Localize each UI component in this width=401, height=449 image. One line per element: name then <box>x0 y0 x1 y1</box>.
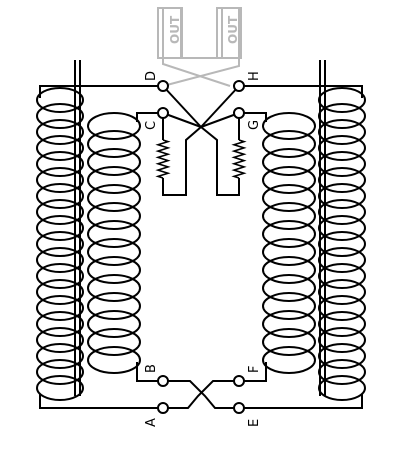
coil-turn <box>87 130 141 158</box>
out-label-left: OUT <box>168 15 182 44</box>
coil-turn <box>318 119 366 145</box>
top-wiring <box>39 85 363 128</box>
coil-turn <box>262 184 316 212</box>
label-a: A <box>144 418 159 427</box>
coil-turn <box>87 346 141 374</box>
coil-turn <box>318 135 366 161</box>
coil-turn <box>262 238 316 266</box>
output-leads <box>157 7 242 87</box>
coil-turn <box>36 215 84 241</box>
resistor-network <box>162 113 240 196</box>
coil-turn <box>36 263 84 289</box>
label-b: B <box>144 364 159 373</box>
coil-turn <box>318 327 366 353</box>
terminal-g[interactable] <box>233 107 245 119</box>
coil-turn <box>262 202 316 230</box>
coil-turn <box>87 292 141 320</box>
coil-turn <box>87 310 141 338</box>
out-label-right: OUT <box>226 15 240 44</box>
outer-winding-right <box>318 87 366 401</box>
coil-turn <box>262 130 316 158</box>
coil-turn <box>318 199 366 225</box>
coil-turn <box>36 151 84 177</box>
coil-turn <box>318 295 366 321</box>
coil-turn <box>87 328 141 356</box>
coil-turn <box>262 328 316 356</box>
coil-turn <box>318 263 366 289</box>
label-g: G <box>247 120 262 130</box>
coil-turn <box>87 256 141 284</box>
coil-turn <box>36 247 84 273</box>
coil-turn <box>36 375 84 401</box>
coil-turn <box>36 87 84 113</box>
coil-turn <box>318 167 366 193</box>
coil-turn <box>318 103 366 129</box>
terminal-h[interactable] <box>233 80 245 92</box>
terminal-d[interactable] <box>157 80 169 92</box>
coil-turn <box>318 87 366 113</box>
coil-turn <box>262 310 316 338</box>
coil-turn <box>262 256 316 284</box>
resistor-left <box>155 139 171 179</box>
coil-turn <box>318 375 366 401</box>
coil-turn <box>36 103 84 129</box>
coil-turn <box>36 231 84 257</box>
label-c: C <box>144 121 159 130</box>
inner-winding-left <box>87 112 141 374</box>
label-h: H <box>247 71 262 81</box>
coil-turn <box>318 183 366 209</box>
coil-turn <box>87 148 141 176</box>
coil-turn <box>262 112 316 140</box>
coil-turn <box>87 238 141 266</box>
coil-turn <box>318 247 366 273</box>
outer-winding-left <box>36 87 84 401</box>
inner-winding-right <box>262 112 316 374</box>
coil-turn <box>262 220 316 248</box>
coil-turn <box>87 184 141 212</box>
coil-turn <box>87 112 141 140</box>
coil-turn <box>318 231 366 257</box>
coil-turn <box>36 311 84 337</box>
coil-turn <box>318 279 366 305</box>
coil-turn <box>262 166 316 194</box>
coil-turn <box>36 119 84 145</box>
label-e: E <box>247 419 262 427</box>
terminal-e[interactable] <box>233 402 245 414</box>
coil-turn <box>87 220 141 248</box>
coil-turn <box>36 295 84 321</box>
coil-turn <box>318 343 366 369</box>
bottom-wiring <box>39 362 363 409</box>
coil-turn <box>36 135 84 161</box>
coil-turn <box>36 343 84 369</box>
coil-turn <box>262 346 316 374</box>
core-left <box>74 60 81 396</box>
coil-turn <box>262 292 316 320</box>
coil-turn <box>318 359 366 385</box>
coil-turn <box>36 199 84 225</box>
coil-turn <box>87 166 141 194</box>
resistor-right <box>231 139 247 179</box>
terminals <box>157 80 245 414</box>
coil-turn <box>262 274 316 302</box>
coil-turn <box>36 279 84 305</box>
coil-turn <box>318 311 366 337</box>
coil-turn <box>262 148 316 176</box>
coil-turn <box>36 359 84 385</box>
coil-turn <box>318 151 366 177</box>
terminal-f[interactable] <box>233 375 245 387</box>
coil-turn <box>87 202 141 230</box>
label-d: D <box>144 71 159 81</box>
coil-turn <box>36 327 84 353</box>
coil-turn <box>318 215 366 241</box>
coil-turn <box>87 274 141 302</box>
terminal-b[interactable] <box>157 375 169 387</box>
coil-turn <box>36 183 84 209</box>
terminal-c[interactable] <box>157 107 169 119</box>
label-f: F <box>247 366 262 373</box>
coil-turn <box>36 167 84 193</box>
terminal-a[interactable] <box>157 402 169 414</box>
